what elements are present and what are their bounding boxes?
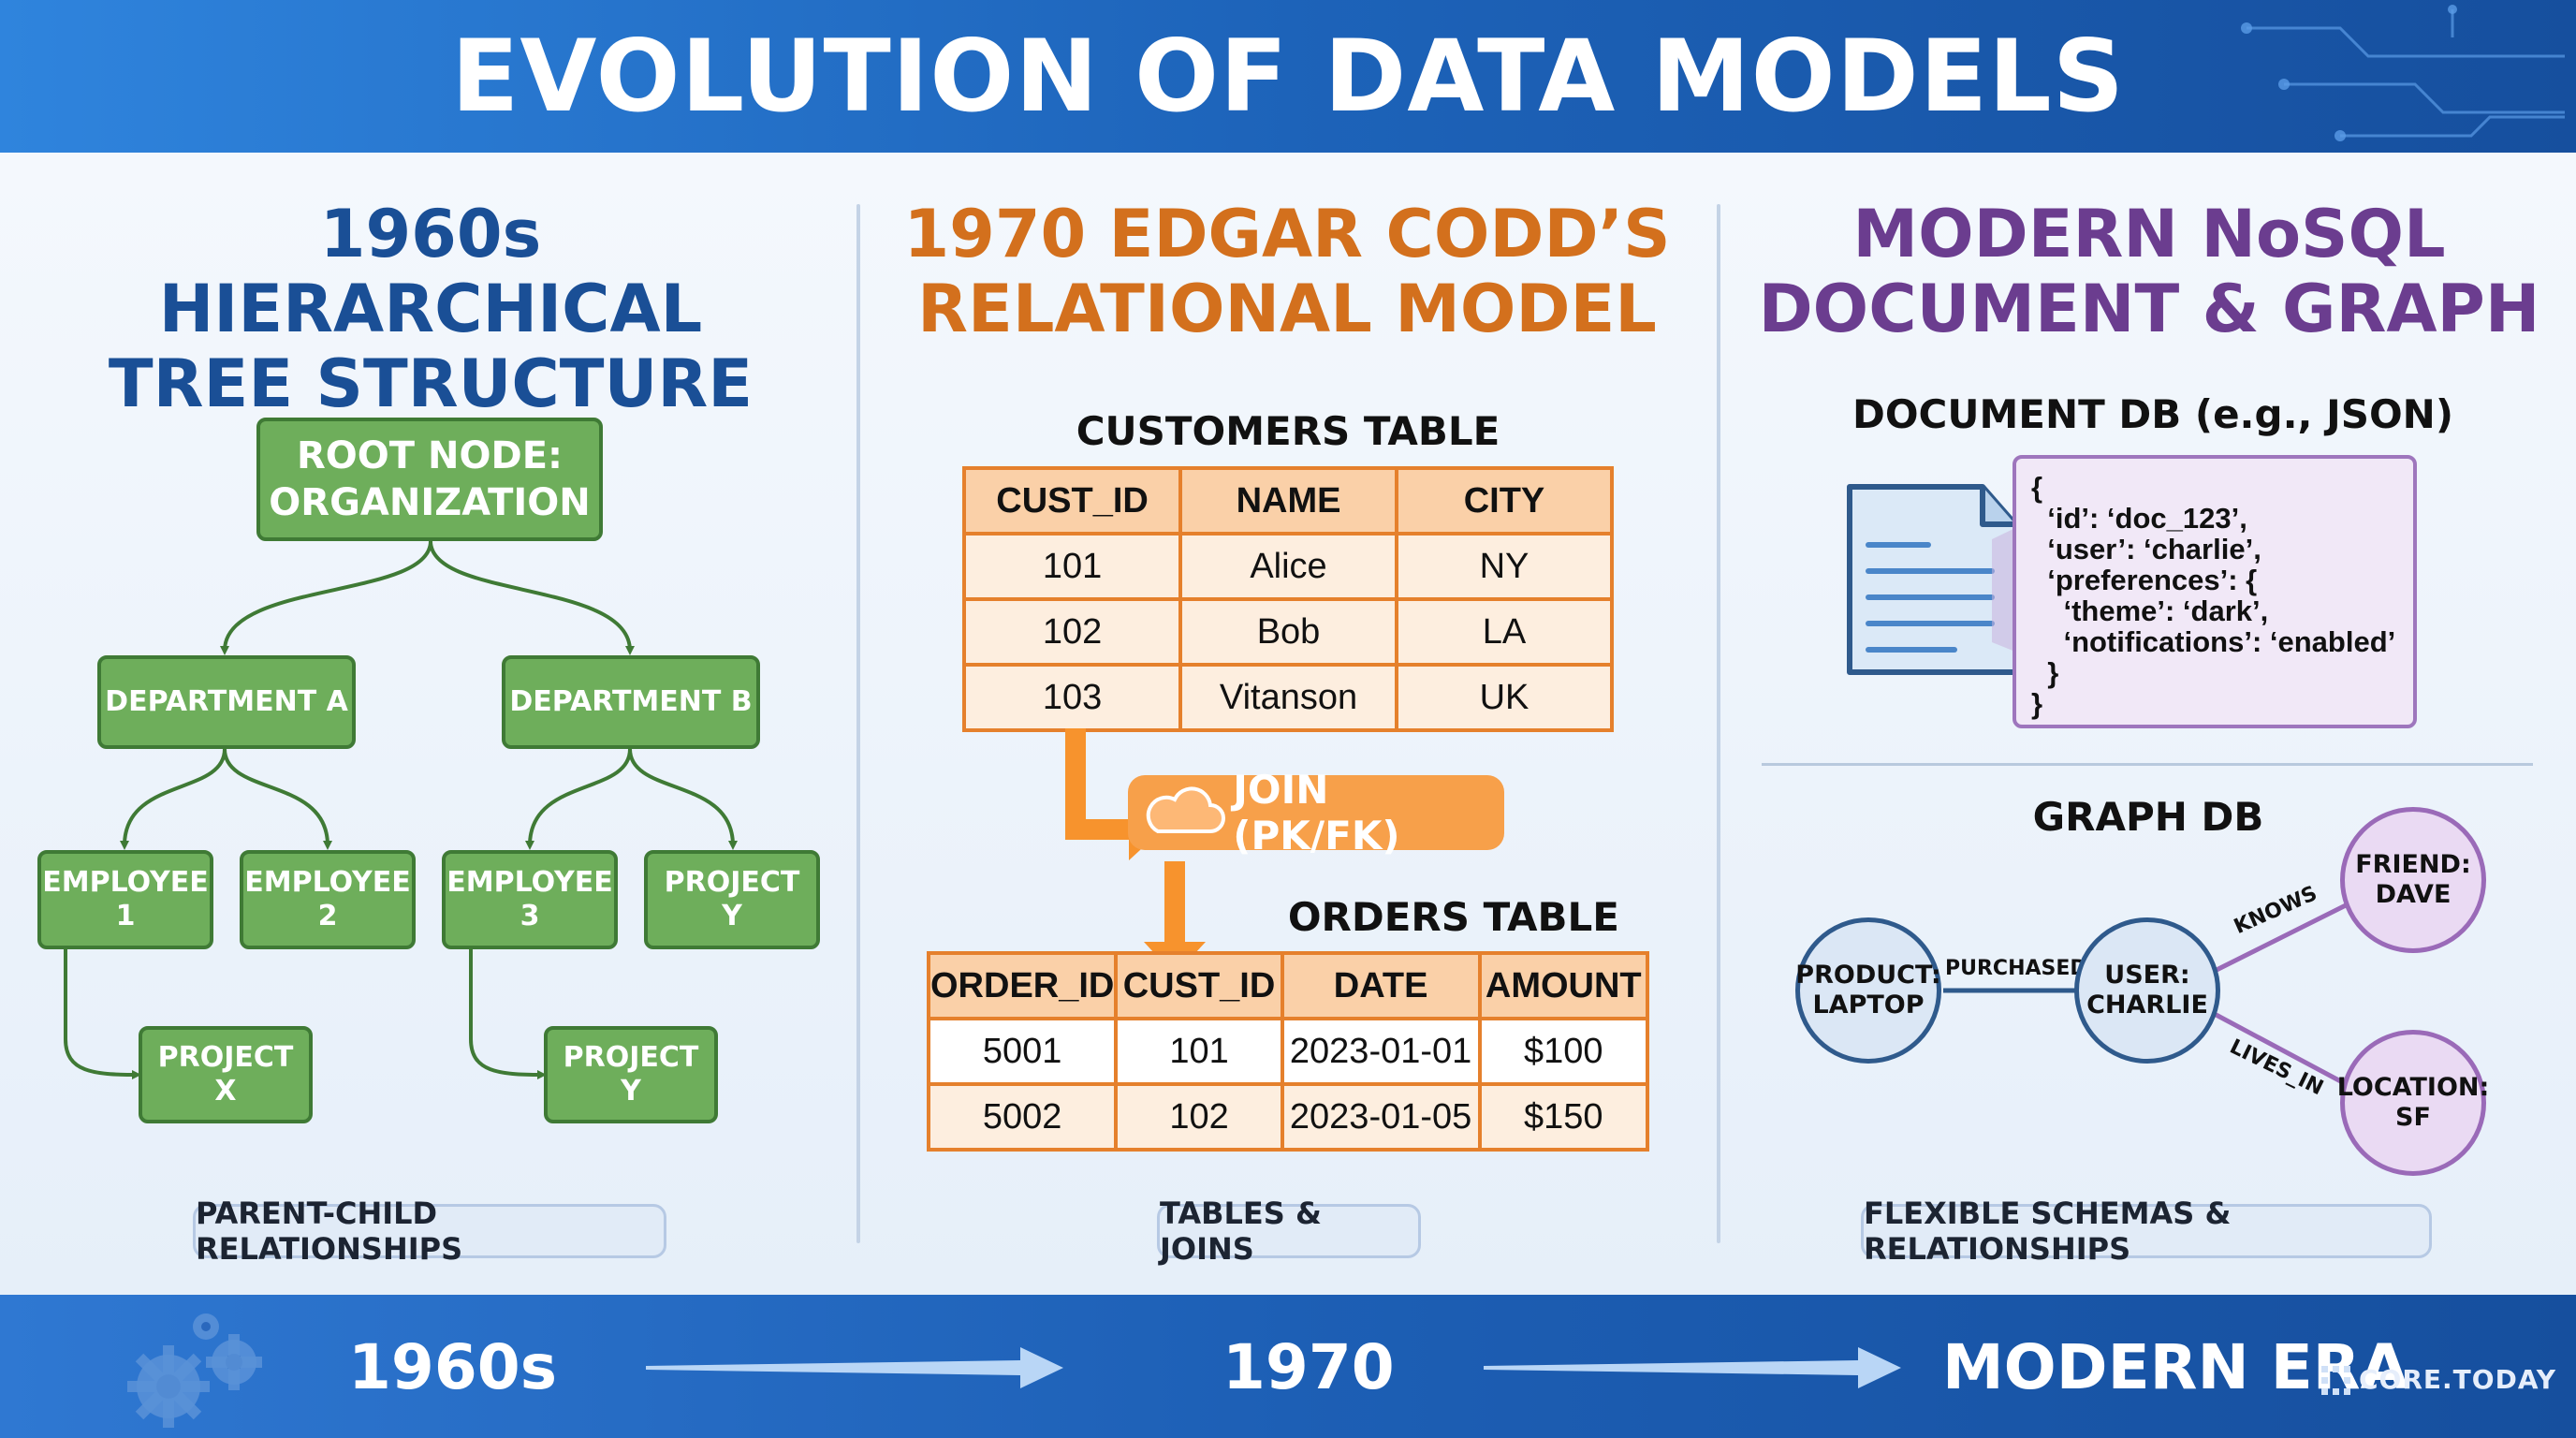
json-line: ‘preferences’: { (2031, 564, 2258, 596)
table-cell: Alice (1178, 532, 1398, 601)
timeline-era-modern: MODERN ERA (1942, 1331, 2408, 1403)
graph-edges (1943, 901, 2351, 1089)
json-line: ‘user’: ‘charlie’, (2031, 533, 2261, 565)
table-cell: 5002 (926, 1082, 1119, 1152)
graph-node-location[interactable]: LOCATION:SF (2337, 1030, 2489, 1176)
connector-emp3-project-y (469, 949, 547, 1079)
orders-table: ORDER_ID CUST_ID DATE AMOUNT 5001 101 20… (926, 951, 1650, 1152)
table-row[interactable]: 103 Vitanson UK (961, 663, 1615, 732)
json-line: ‘notifications’: ‘enabled’ (2031, 625, 2396, 658)
hierarchical-caption: PARENT-CHILD RELATIONSHIPS (193, 1196, 666, 1267)
tree-connectors (64, 540, 738, 1079)
edge-lives-in (2207, 1008, 2351, 1089)
graph-node-friend[interactable]: FRIEND:DAVE (2340, 807, 2486, 953)
orders-header-order-id: ORDER_ID (926, 951, 1119, 1020)
section-divider (1762, 763, 2533, 766)
hierarchical-title: 1960s HIERARCHICAL TREE STRUCTURE (108, 196, 754, 422)
json-line: { (2031, 471, 2043, 504)
join-label[interactable]: JOIN (PK/FK) (1128, 767, 1504, 858)
table-row[interactable]: 5001 101 2023-01-01 $100 (926, 1017, 1650, 1086)
nosql-caption: FLEXIBLE SCHEMAS & RELATIONSHIPS (1861, 1196, 2432, 1267)
column-divider-right (1717, 204, 1720, 1243)
table-cell: 101 (961, 532, 1183, 601)
tree-node-department-b[interactable]: DEPARTMENT B (502, 655, 760, 749)
relational-caption: TABLES & JOINS (1157, 1196, 1421, 1267)
table-row[interactable]: 5002 102 2023-01-05 $150 (926, 1082, 1650, 1152)
json-document-card[interactable]: { ‘id’: ‘doc_123’, ‘user’: ‘charlie’, ‘p… (2012, 455, 2417, 728)
brand-watermark: CORE.TODAY (2359, 1364, 2557, 1395)
graph-node-product[interactable]: PRODUCT:LAPTOP (1795, 917, 1941, 1064)
tree-node-root[interactable]: ROOT NODE:ORGANIZATION (256, 418, 603, 541)
gears-icon (127, 1313, 262, 1428)
connector-dept-b-emp3 (525, 748, 632, 850)
nosql-title: MODERN NoSQL DOCUMENT & GRAPH (1758, 196, 2540, 347)
graph-node-user[interactable]: USER:CHARLIE (2074, 917, 2220, 1064)
column-divider-left (856, 204, 860, 1243)
json-line: ‘theme’: ‘dark’, (2031, 594, 2269, 627)
table-cell: $100 (1477, 1017, 1650, 1086)
timeline-era-1960s: 1960s (348, 1331, 557, 1403)
table-cell: Vitanson (1178, 663, 1398, 732)
table-cell: $150 (1477, 1082, 1650, 1152)
table-cell: UK (1394, 663, 1615, 732)
table-cell: 2023-01-05 (1280, 1082, 1482, 1152)
json-line: } (2031, 656, 2059, 689)
connector-root-dept-a (220, 540, 432, 655)
customers-table: CUST_ID NAME CITY 101 Alice NY 102 Bob L… (961, 466, 1615, 732)
connector-dept-a-emp1 (120, 748, 227, 850)
orders-table-title: ORDERS TABLE (1287, 894, 1619, 940)
timeline-footer: 1960s 1970 MODERN ERA CORE.TODAY (0, 1295, 2576, 1438)
customers-header-city: CITY (1394, 466, 1615, 536)
circuit-decoration-icon (2241, 5, 2565, 141)
timeline-arrow-2-icon (1484, 1347, 1901, 1388)
customers-header-cust-id: CUST_ID (961, 466, 1183, 536)
table-cell: Bob (1178, 597, 1398, 667)
orders-header-cust-id: CUST_ID (1114, 951, 1284, 1020)
timeline-arrow-1-icon (646, 1347, 1063, 1388)
document-db-title: DOCUMENT DB (e.g., JSON) (1852, 391, 2454, 437)
connector-emp1-project-x (64, 949, 141, 1079)
connector-dept-b-project-y (628, 748, 738, 850)
table-cell: 101 (1114, 1017, 1284, 1086)
graph-db-title: GRAPH DB (2032, 794, 2264, 840)
customers-table-title: CUSTOMERS TABLE (1076, 408, 1500, 454)
tree-node-department-a[interactable]: DEPARTMENT A (97, 655, 356, 749)
document-icon (1847, 484, 2018, 675)
json-line: } (2031, 687, 2043, 720)
header-banner: EVOLUTION OF DATA MODELS (0, 0, 2576, 153)
join-arrow-down (1144, 861, 1206, 974)
table-cell: 102 (1114, 1082, 1284, 1152)
customers-header-name: NAME (1178, 466, 1398, 536)
orders-header-amount: AMOUNT (1477, 951, 1650, 1020)
page-title: EVOLUTION OF DATA MODELS (450, 19, 2126, 134)
brand-logo-icon (2321, 1366, 2350, 1395)
table-row[interactable]: 101 Alice NY (961, 532, 1615, 601)
table-cell: LA (1394, 597, 1615, 667)
edge-label-purchased: PURCHASED (1945, 957, 2087, 980)
table-cell: 2023-01-01 (1280, 1017, 1482, 1086)
table-cell: 102 (961, 597, 1183, 667)
table-cell: NY (1394, 532, 1615, 601)
json-line: ‘id’: ‘doc_123’, (2031, 502, 2247, 535)
table-row[interactable]: 102 Bob LA (961, 597, 1615, 667)
table-cell: 5001 (926, 1017, 1119, 1086)
relational-title: 1970 EDGAR CODD’S RELATIONAL MODEL (903, 196, 1671, 347)
orders-header-date: DATE (1280, 951, 1482, 1020)
cloud-icon (1146, 786, 1225, 833)
connector-dept-a-emp2 (223, 748, 332, 850)
connector-root-dept-b (429, 540, 635, 655)
timeline-era-1970: 1970 (1222, 1331, 1395, 1403)
edge-knows (2207, 901, 2351, 976)
